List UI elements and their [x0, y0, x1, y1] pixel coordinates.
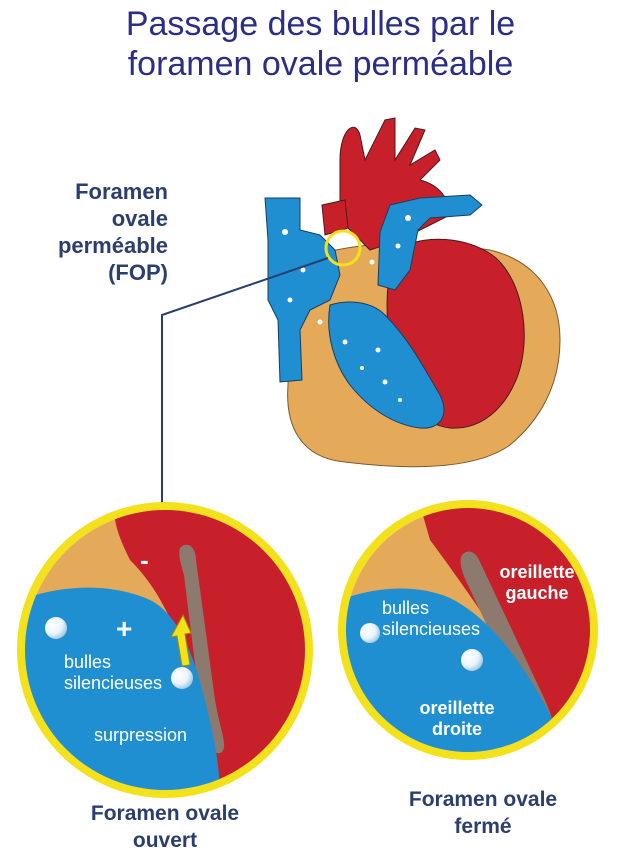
open-bubbles-line-2: silencieuses	[64, 673, 162, 694]
closed-caption: Foramen ovale fermé	[378, 786, 588, 840]
heart	[265, 118, 560, 467]
overpressure-label: surpression	[94, 725, 187, 746]
closed-bubbles-line-2: silencieuses	[382, 619, 480, 640]
low-pressure-sign: -	[140, 550, 149, 571]
closed-caption-line-2: fermé	[378, 813, 588, 840]
open-caption: Foramen ovale ouvert	[60, 800, 270, 854]
left-atrium-line-1: oreillette	[492, 562, 582, 583]
closed-bubbles-line-1: bulles	[382, 598, 480, 619]
right-atrium-label: oreillette droite	[412, 698, 502, 740]
closed-bubbles-label: bulles silencieuses	[382, 598, 480, 640]
open-bubbles-line-1: bulles	[64, 652, 162, 673]
left-atrium-label: oreillette gauche	[492, 562, 582, 604]
right-atrium-line-2: droite	[412, 719, 502, 740]
right-atrium-line-1: oreillette	[412, 698, 502, 719]
closed-caption-line-1: Foramen ovale	[378, 786, 588, 813]
open-foramen-panel	[0, 500, 340, 800]
open-bubbles-label: bulles silencieuses	[64, 652, 162, 694]
high-pressure-sign: +	[116, 618, 132, 639]
open-caption-line-2: ouvert	[60, 827, 270, 854]
open-caption-line-1: Foramen ovale	[60, 800, 270, 827]
left-atrium-line-2: gauche	[492, 583, 582, 604]
